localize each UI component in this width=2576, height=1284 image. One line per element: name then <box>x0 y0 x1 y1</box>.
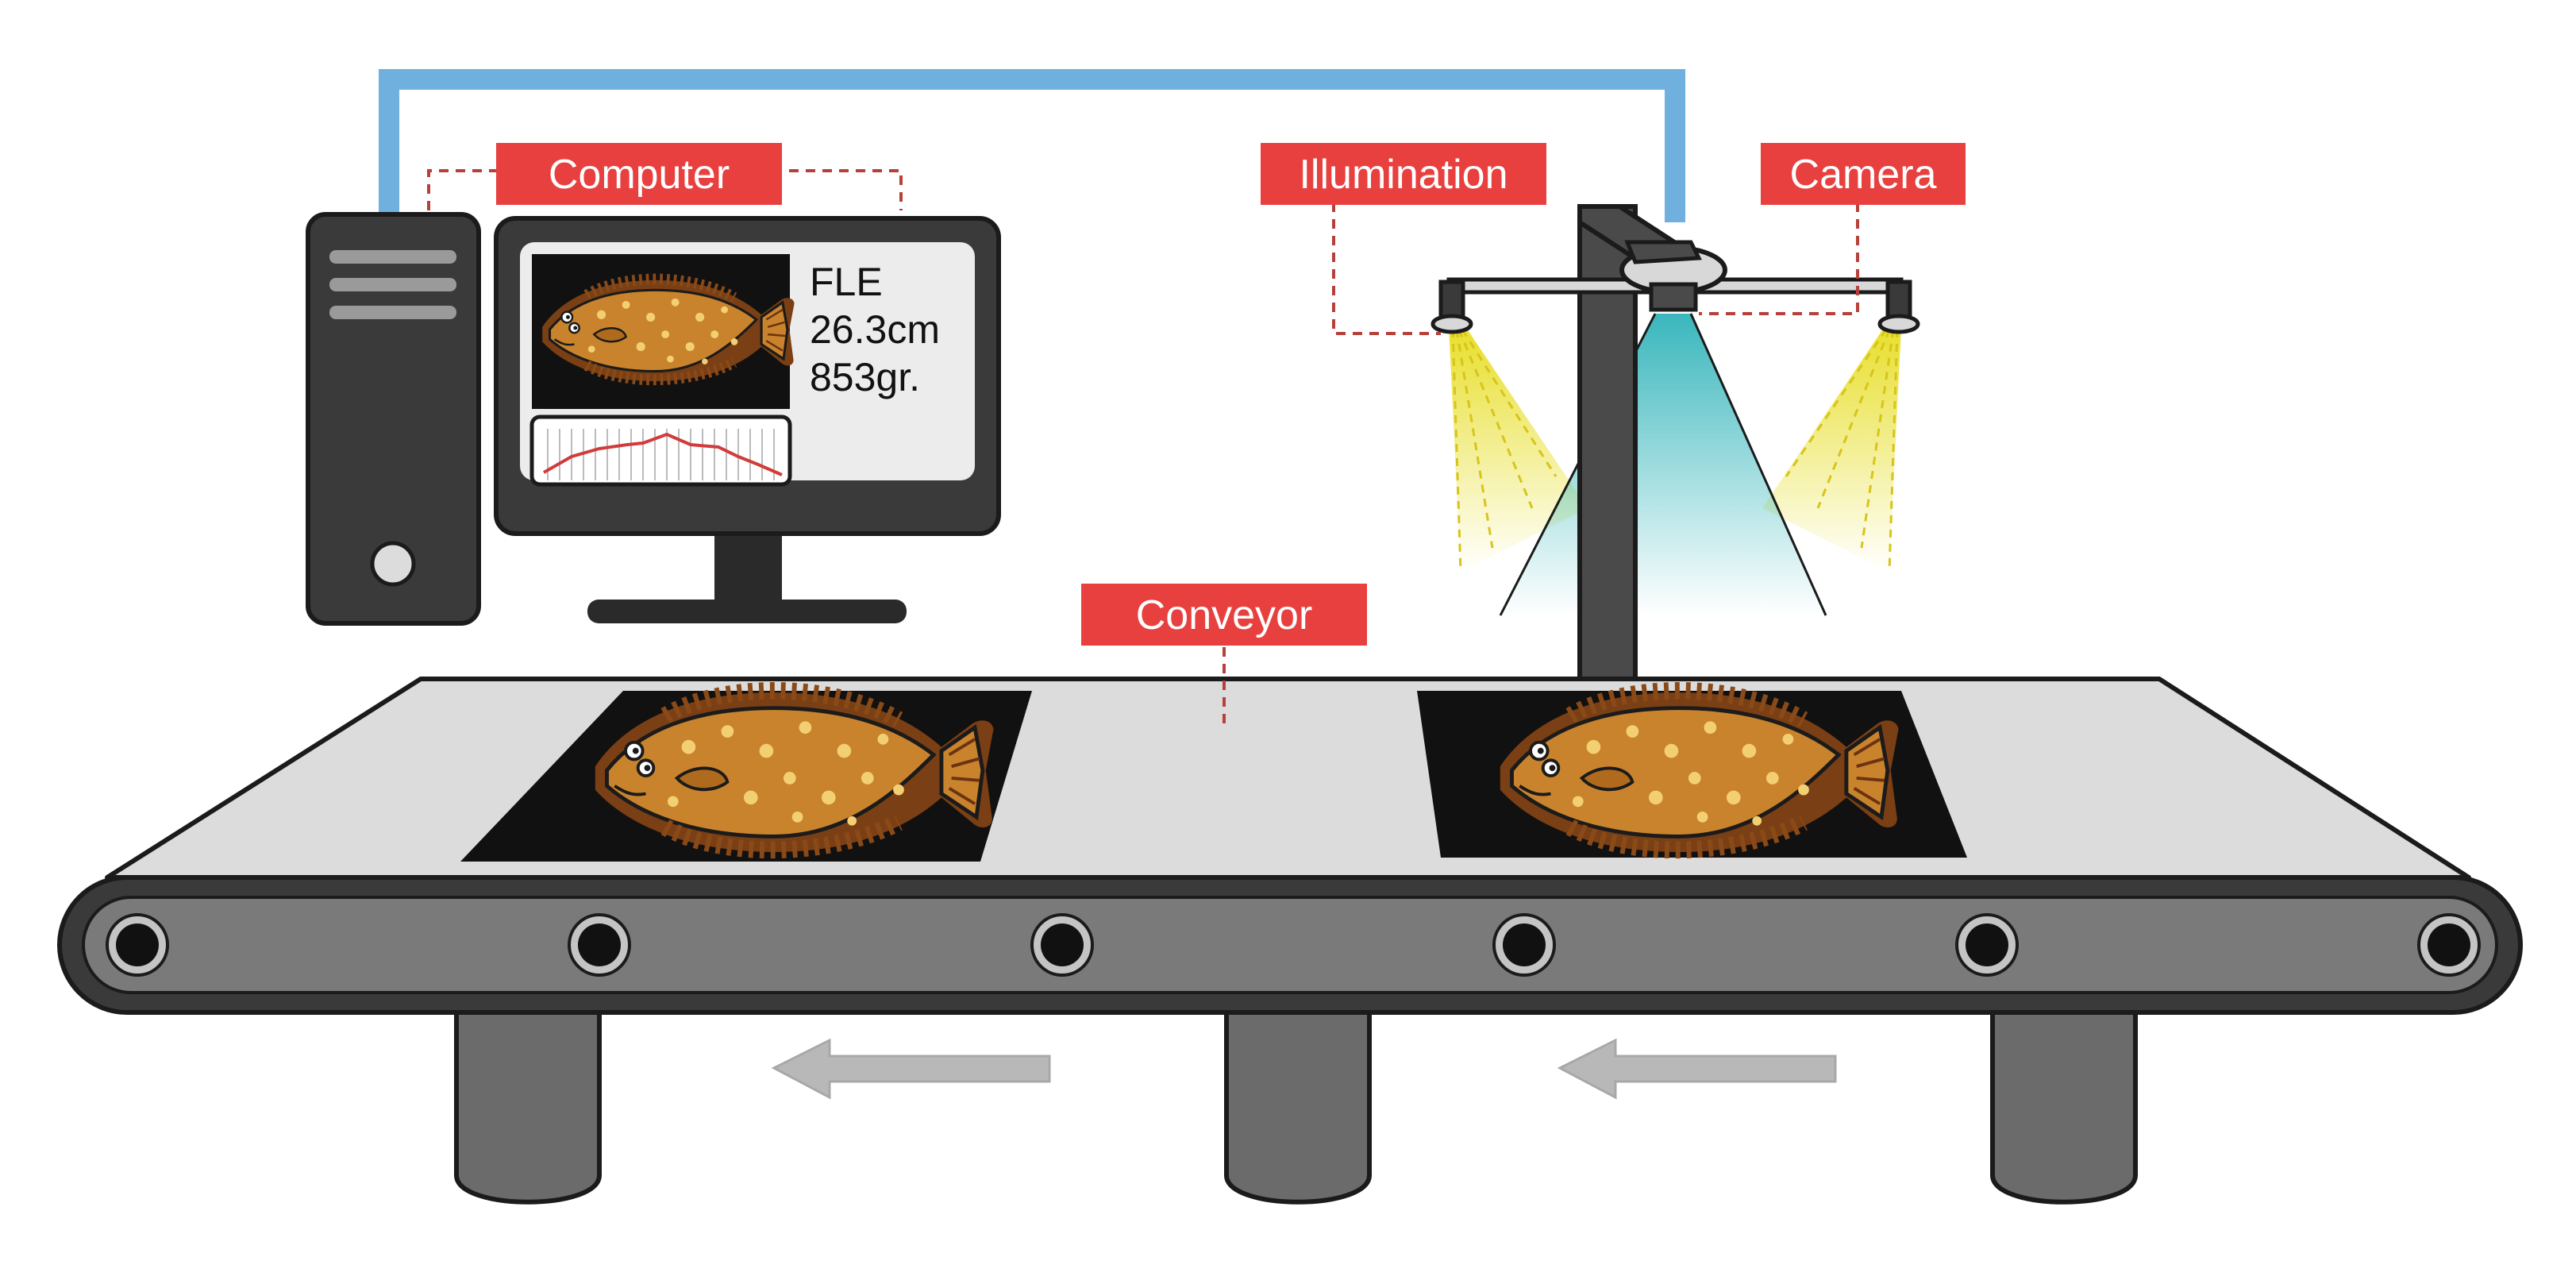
computer-tower-icon <box>306 212 481 626</box>
label-conveyor-text: Conveyor <box>1136 592 1313 638</box>
illumination-leader-line <box>1332 202 1441 335</box>
lamp-icon <box>1877 280 1920 334</box>
label-computer: Computer <box>496 143 782 205</box>
conveyor-belt <box>57 677 2523 1205</box>
data-cable <box>379 69 1685 222</box>
label-conveyor: Conveyor <box>1081 584 1367 646</box>
screen-species: FLE <box>810 260 883 304</box>
light-beams <box>1449 313 1901 616</box>
direction-arrow-icon <box>1557 1038 1837 1100</box>
direction-arrow-icon <box>771 1038 1051 1100</box>
screen-weight: 853gr. <box>810 355 920 399</box>
label-camera: Camera <box>1761 143 1966 205</box>
monitor-icon: FLE 26.3cm 853gr. <box>494 216 1001 623</box>
conveyor-roller-icon <box>106 913 2481 977</box>
camera-leader-line <box>1699 202 1859 315</box>
label-computer-text: Computer <box>549 152 730 198</box>
camera-stand <box>1430 204 1920 685</box>
label-illumination-text: Illumination <box>1299 152 1507 198</box>
camera-icon <box>1619 240 1727 312</box>
screen-length: 26.3cm <box>810 307 940 352</box>
screen-graph-line <box>543 432 783 476</box>
label-camera-text: Camera <box>1790 152 1937 198</box>
lamp-icon <box>1430 280 1473 334</box>
label-illumination: Illumination <box>1261 143 1546 205</box>
